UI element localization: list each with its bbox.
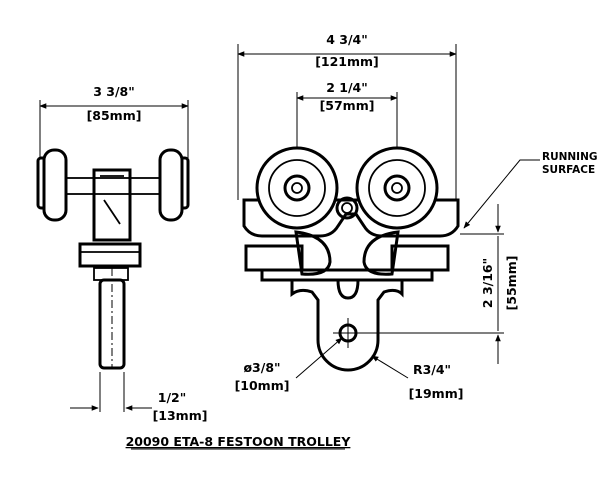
height-mm-label: [55mm]: [504, 256, 519, 311]
hole-diameter-mm-label: [10mm]: [235, 378, 290, 393]
radius-leader: [371, 355, 409, 379]
right-wheel-axle: [391, 182, 403, 194]
hole-leader: [295, 337, 343, 379]
side-nut: [93, 267, 129, 281]
side-right-wheel: [158, 148, 184, 222]
running-surface-label-1: RUNNING: [542, 151, 598, 163]
side-view: [36, 100, 190, 412]
height-frac-label: 2 3/16": [480, 258, 495, 308]
tow-plate-notch: [336, 279, 360, 300]
side-axle: [65, 177, 161, 195]
front-view: [237, 44, 540, 379]
drawing-title: 20090 ETA-8 FESTOON TROLLEY: [126, 434, 352, 449]
stem-mm-label: [13mm]: [153, 408, 208, 423]
right-guide-cap: [362, 230, 400, 276]
right-wheel-hub: [383, 174, 411, 202]
tow-plate: [290, 278, 404, 372]
front-width-frac-label: 4 3/4": [326, 32, 368, 47]
wheel-spacing-mm-label: [57mm]: [320, 98, 375, 113]
right-wheel-rim: [368, 159, 426, 217]
right-guide-block: [390, 244, 450, 272]
radius-frac-label: R3/4": [413, 362, 451, 377]
front-width-mm-label: [121mm]: [315, 54, 379, 69]
front-base-plate: [260, 268, 434, 282]
side-width-mm-label: [85mm]: [87, 108, 142, 123]
stem-frac-label: 1/2": [158, 390, 186, 405]
running-surface-label-2: SURFACE: [542, 164, 595, 176]
running-surface-leader: [463, 159, 540, 229]
left-guide-cap: [294, 230, 332, 276]
left-guide-block: [244, 244, 304, 272]
wheel-spacing-frac-label: 2 1/4": [326, 80, 368, 95]
left-wheel-axle: [291, 182, 303, 194]
side-left-wheel: [42, 148, 68, 222]
labels: 3 3/8" [85mm] 4 3/4" [121mm] 2 1/4" [57m…: [87, 32, 598, 450]
center-nut-inner: [341, 202, 353, 214]
hole-diameter-frac-label: ø3/8": [243, 360, 280, 375]
radius-mm-label: [19mm]: [409, 386, 464, 401]
side-width-frac-label: 3 3/8": [93, 84, 135, 99]
side-body-detail-2: [103, 199, 121, 225]
center-nut: [335, 196, 359, 220]
side-flange: [78, 242, 142, 268]
left-wheel-rim: [268, 159, 326, 217]
side-body: [92, 168, 132, 242]
left-wheel-hub: [283, 174, 311, 202]
